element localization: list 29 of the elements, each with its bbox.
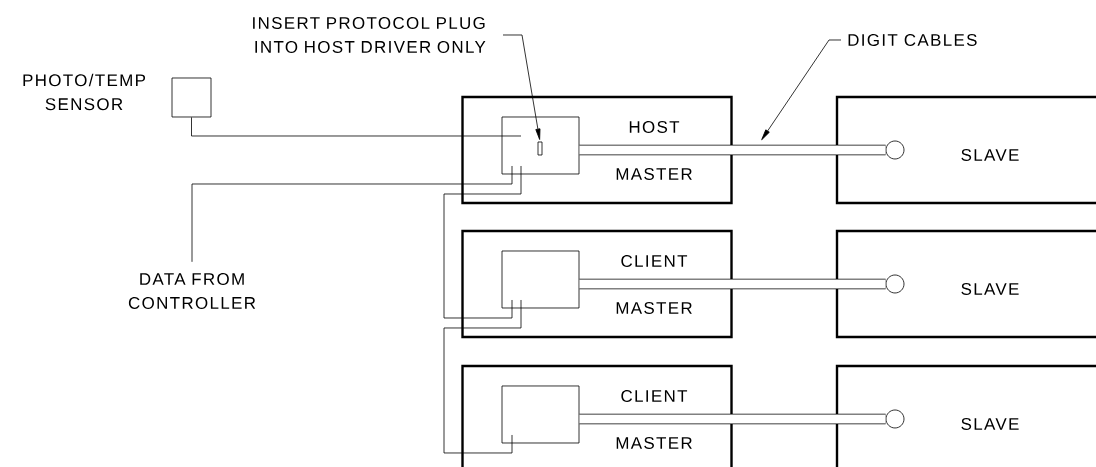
box-label: MASTER xyxy=(616,168,692,180)
box-label: SLAVE xyxy=(961,283,1019,295)
connector-circle xyxy=(885,409,905,429)
box-label: HOST xyxy=(629,121,680,133)
note-text: INSERT PROTOCOL PLUG INTO HOST DRIVER ONLY xyxy=(253,17,486,53)
driver-box xyxy=(501,385,580,444)
driver-box xyxy=(501,250,580,309)
cable-label: DIGIT CABLES xyxy=(848,34,977,46)
box-label: SLAVE xyxy=(961,149,1019,161)
digit-cable xyxy=(579,278,886,290)
sensor-label: PHOTO/TEMP SENSOR xyxy=(23,73,146,111)
connector-circle xyxy=(885,140,905,160)
wire xyxy=(191,117,522,137)
wire xyxy=(443,165,522,319)
wire xyxy=(443,299,522,454)
wire xyxy=(191,165,513,263)
driver-box xyxy=(501,116,580,175)
digit-cable xyxy=(579,413,886,425)
box-label: CLIENT xyxy=(621,390,688,402)
leader-arrow xyxy=(502,34,541,140)
leader-arrow xyxy=(761,39,842,141)
protocol-plug xyxy=(537,141,543,156)
box-label: SLAVE xyxy=(961,418,1019,430)
box-label: MASTER xyxy=(616,437,692,449)
input-label: DATA FROM CONTROLLER xyxy=(128,273,256,309)
box-label: MASTER xyxy=(616,302,692,314)
digit-cable xyxy=(579,144,886,156)
box-label: CLIENT xyxy=(621,255,688,267)
connector-circle xyxy=(885,274,905,294)
